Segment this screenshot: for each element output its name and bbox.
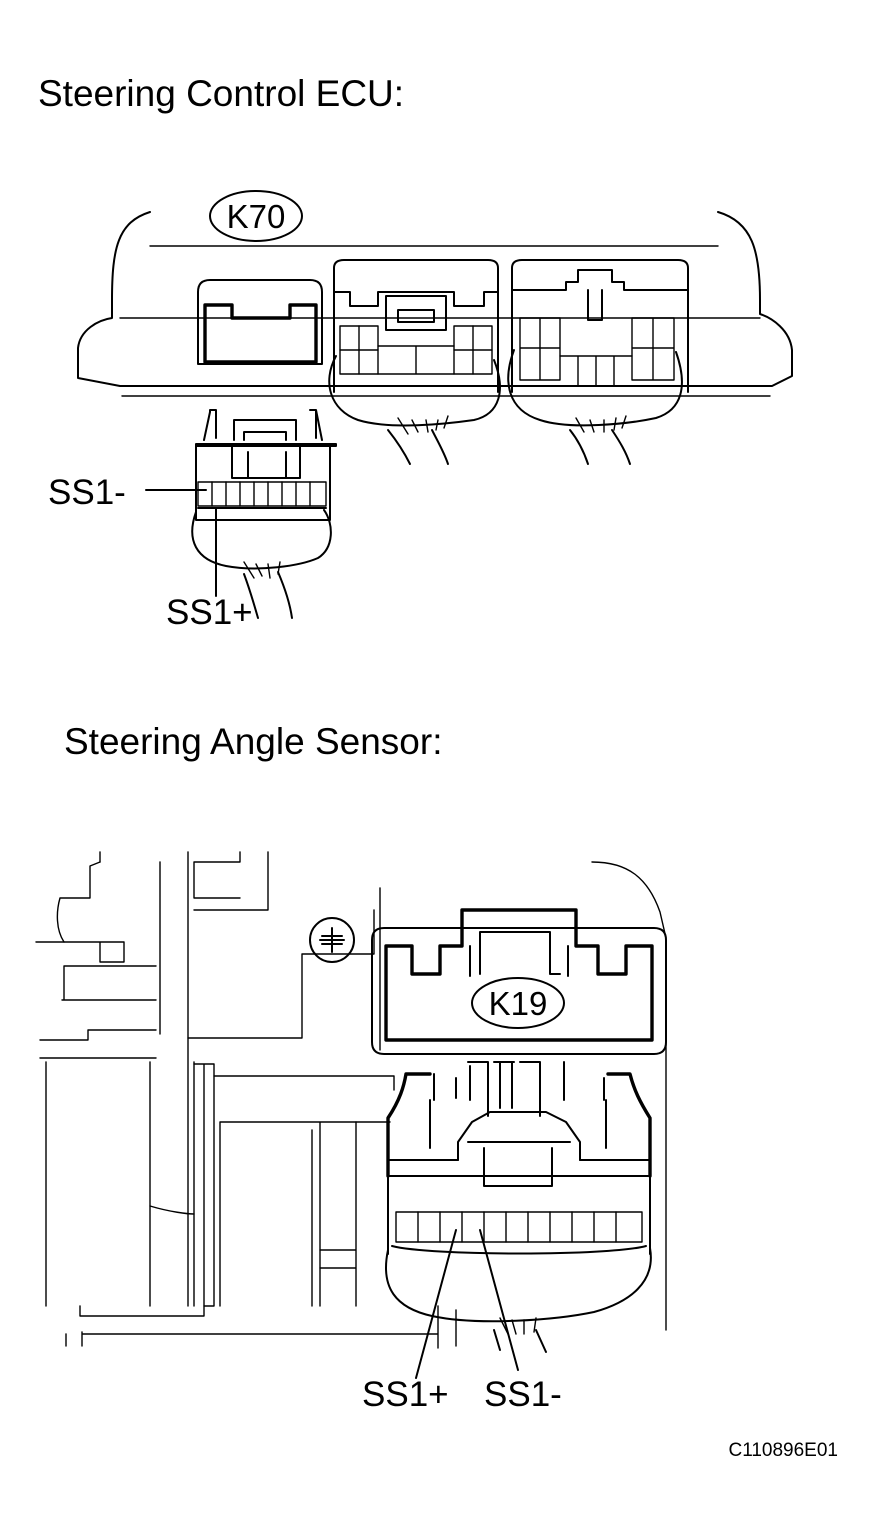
k70-code-oval: [209, 190, 303, 242]
ecu-ss1-minus-label: SS1-: [48, 473, 126, 512]
ecu-heading: Steering Control ECU:: [38, 73, 404, 114]
k19-code-oval: [471, 977, 565, 1029]
sensor-heading: Steering Angle Sensor:: [64, 721, 442, 762]
sensor-ss1-minus-label: SS1-: [484, 1375, 562, 1414]
figure-code: C110896E01: [728, 1440, 838, 1461]
ecu-ss1-plus-label: SS1+: [166, 593, 253, 632]
k70-code-label: K70: [227, 198, 286, 235]
steering-control-ecu-illustration: [77, 211, 793, 619]
steering-angle-sensor-illustration: [35, 851, 667, 1379]
k19-code-label: K19: [489, 985, 548, 1022]
sensor-ss1-plus-label: SS1+: [362, 1375, 449, 1414]
